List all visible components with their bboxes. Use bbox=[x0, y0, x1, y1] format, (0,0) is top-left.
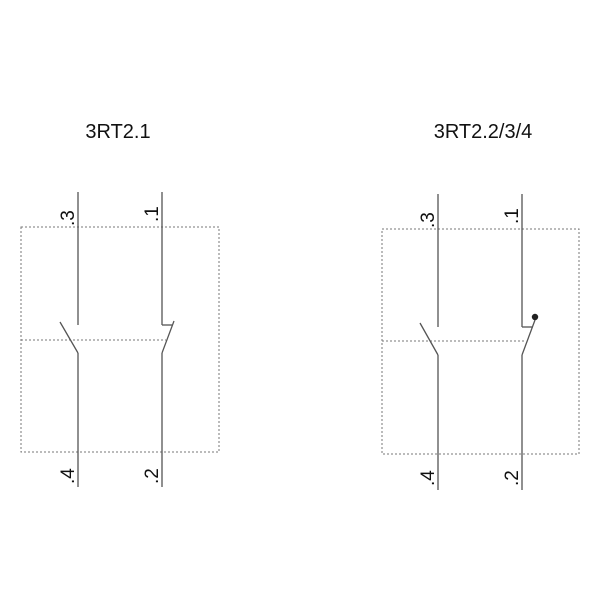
terminal-label: .2 bbox=[142, 468, 163, 484]
terminal-label: .1 bbox=[502, 208, 523, 224]
diagram-3rt2-1: 3RT2.1 .3 .1 .4 .2 bbox=[20, 121, 220, 487]
diagram-title: 3RT2.1 bbox=[85, 121, 150, 143]
terminal-label: .1 bbox=[142, 206, 163, 222]
no-contact-blade bbox=[419, 322, 439, 356]
terminal-label: .4 bbox=[58, 468, 79, 484]
diagram-title: 3RT2.2/3/4 bbox=[434, 121, 533, 143]
terminal-label: .3 bbox=[58, 210, 79, 226]
terminal-label: .4 bbox=[418, 470, 439, 486]
terminal-label: .3 bbox=[418, 212, 439, 228]
dot-marker-icon bbox=[531, 313, 539, 321]
terminal-label: .2 bbox=[502, 470, 523, 486]
no-contact-blade bbox=[59, 321, 79, 354]
nc-contact-blade bbox=[161, 320, 175, 354]
enclosure-box bbox=[381, 228, 580, 455]
diagram-3rt2-2-3-4: 3RT2.2/3/4 .3 .1 .4 .2 bbox=[381, 121, 580, 490]
nc-contact-blade bbox=[521, 319, 536, 356]
